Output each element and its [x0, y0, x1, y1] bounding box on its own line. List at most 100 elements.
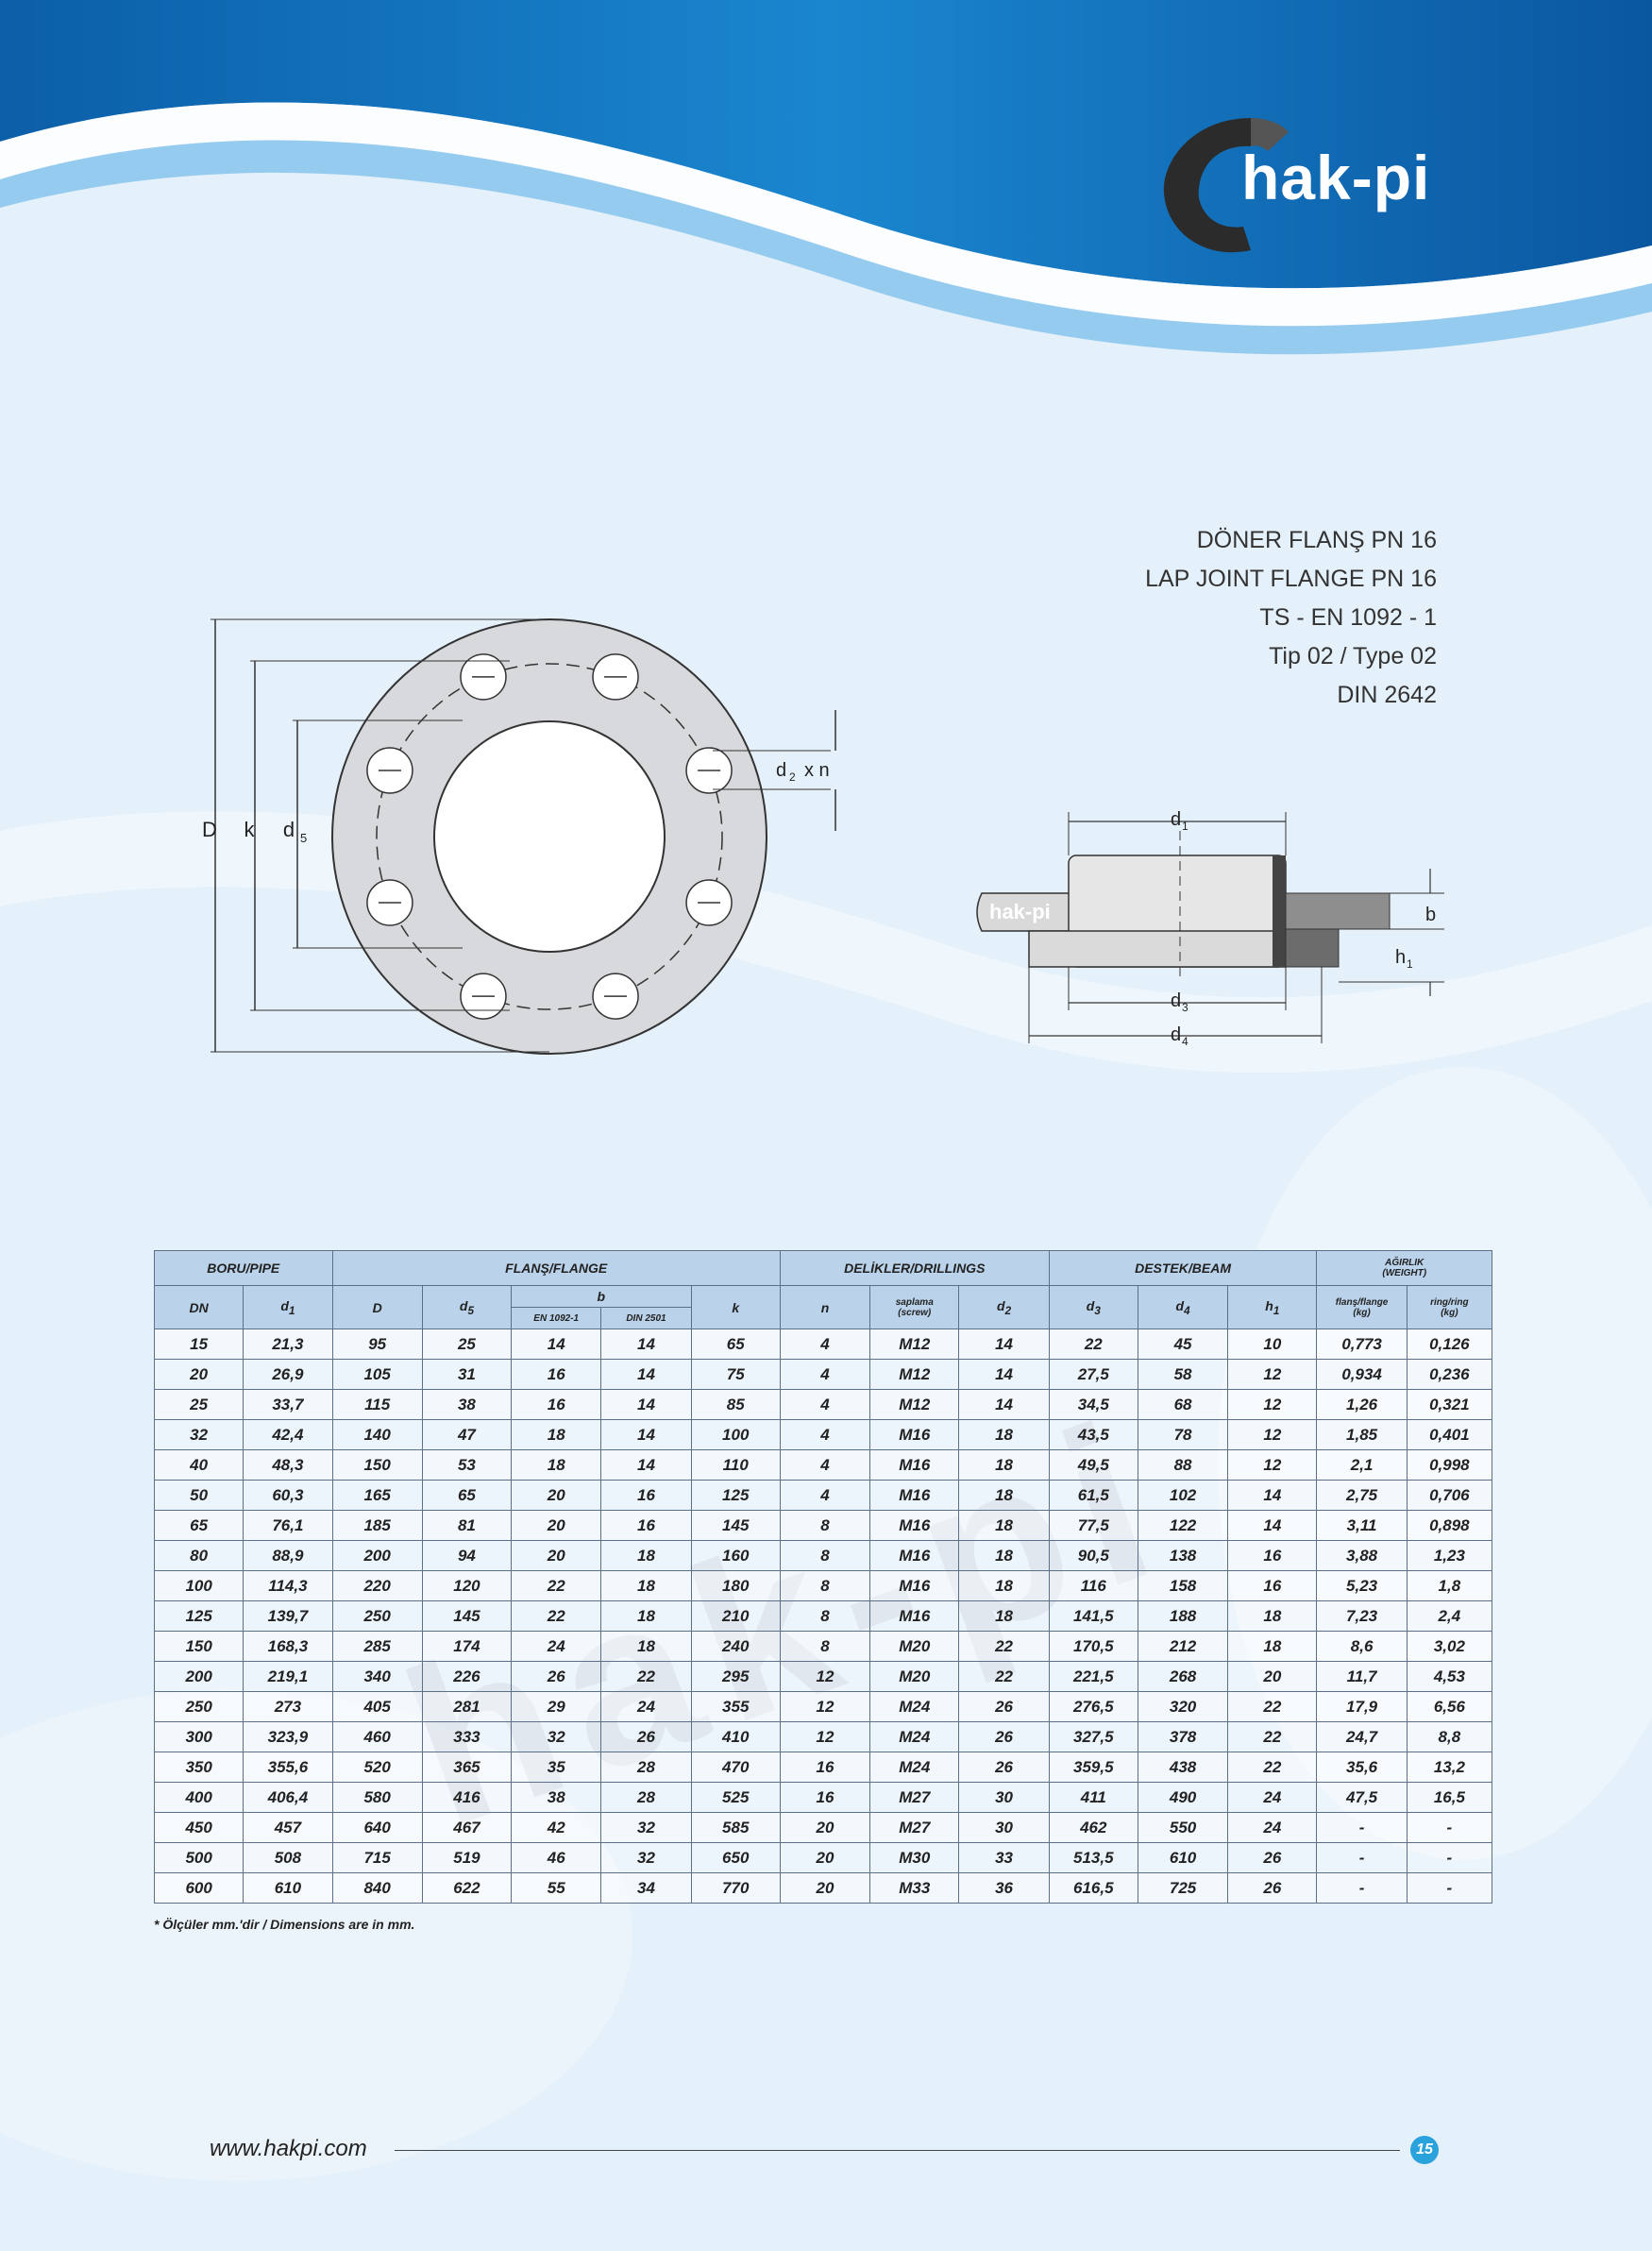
table-cell: 18 — [511, 1419, 602, 1450]
table-cell: 8 — [779, 1570, 871, 1601]
label-d1: d — [1171, 809, 1181, 830]
table-cell: 715 — [331, 1842, 423, 1873]
label-d5: d — [283, 818, 295, 841]
title-line-5: DIN 2642 — [1337, 682, 1437, 708]
col-d5-sub: 5 — [467, 1304, 474, 1317]
col-weight-flange: flanş/flange (kg) — [1316, 1285, 1408, 1329]
table-cell: 16 — [511, 1359, 602, 1390]
table-cell: 26,9 — [243, 1359, 333, 1390]
table-cell: M24 — [869, 1752, 960, 1783]
table-cell: 31 — [421, 1359, 513, 1390]
table-cell: 14 — [958, 1359, 1050, 1390]
table-cell: 12 — [779, 1691, 871, 1722]
table-cell: 320 — [1137, 1691, 1229, 1722]
table-cell: 18 — [600, 1570, 692, 1601]
table-cell: 11,7 — [1316, 1661, 1408, 1692]
table-cell: 60,3 — [243, 1480, 333, 1511]
table-cell: 22 — [1227, 1691, 1318, 1722]
footer-divider — [395, 2150, 1400, 2151]
table-cell: 36 — [958, 1872, 1050, 1904]
table-cell: 102 — [1137, 1480, 1229, 1511]
table-cell: 22 — [1227, 1752, 1318, 1783]
product-titles: DÖNER FLANŞ PN 16 LAP JOINT FLANGE PN 16… — [1145, 521, 1437, 715]
table-cell: 457 — [243, 1812, 333, 1843]
table-cell: 450 — [153, 1812, 244, 1843]
table-cell: 525 — [690, 1782, 781, 1813]
table-cell: 18 — [958, 1510, 1050, 1541]
table-cell: 65 — [690, 1329, 781, 1360]
col-b: b — [511, 1285, 692, 1308]
table-cell: 20 — [153, 1359, 244, 1390]
table-cell: 20 — [1227, 1661, 1318, 1692]
table-cell: M12 — [869, 1329, 960, 1360]
label-d2-sub: 2 — [789, 770, 796, 784]
table-cell: 22 — [511, 1570, 602, 1601]
table-cell: 610 — [243, 1872, 333, 1904]
table-cell: 138 — [1137, 1540, 1229, 1571]
table-cell: 20 — [511, 1480, 602, 1511]
table-cell: 640 — [331, 1812, 423, 1843]
table-cell: 55 — [511, 1872, 602, 1904]
table-cell: M16 — [869, 1419, 960, 1450]
table-cell: 65 — [153, 1510, 244, 1541]
table-cell: 14 — [1227, 1480, 1318, 1511]
table-cell: 276,5 — [1048, 1691, 1138, 1722]
table-cell: 50 — [153, 1480, 244, 1511]
col-h1: h1 — [1227, 1285, 1318, 1329]
table-cell: 47,5 — [1316, 1782, 1408, 1813]
col-k: k — [690, 1285, 781, 1329]
table-cell: 250 — [153, 1691, 244, 1722]
table-cell: 17,9 — [1316, 1691, 1408, 1722]
table-cell: 1,8 — [1406, 1570, 1493, 1601]
website-link[interactable]: www.hakpi.com — [210, 2136, 367, 2161]
table-cell: 34 — [600, 1872, 692, 1904]
table-cell: 18 — [600, 1540, 692, 1571]
table-cell: 32 — [153, 1419, 244, 1450]
table-cell: 725 — [1137, 1872, 1229, 1904]
flange-section-view: d 1 d 3 d 4 b h 1 hak-pi — [976, 809, 1444, 1048]
table-cell: 24 — [511, 1631, 602, 1662]
table-cell: 24,7 — [1316, 1721, 1408, 1752]
table-cell: 95 — [331, 1329, 423, 1360]
table-cell: M16 — [869, 1480, 960, 1511]
table-cell: 14 — [600, 1389, 692, 1420]
table-cell: 406,4 — [243, 1782, 333, 1813]
table-cell: 26 — [511, 1661, 602, 1692]
table-cell: 4 — [779, 1449, 871, 1481]
table-cell: 32 — [600, 1812, 692, 1843]
table-cell: 26 — [958, 1752, 1050, 1783]
table-cell: 0,998 — [1406, 1449, 1493, 1481]
col-d4: d4 — [1137, 1285, 1229, 1329]
table-cell: 125 — [153, 1600, 244, 1632]
table-cell: 114,3 — [243, 1570, 333, 1601]
table-cell: 250 — [331, 1600, 423, 1632]
table-cell: 18 — [1227, 1631, 1318, 1662]
table-cell: 500 — [153, 1842, 244, 1873]
table-cell: 513,5 — [1048, 1842, 1138, 1873]
table-cell: 65 — [421, 1480, 513, 1511]
group-weight: AĞIRLIK (WEIGHT) — [1316, 1250, 1492, 1286]
col-b-din: DIN 2501 — [600, 1307, 692, 1329]
table-cell: 0,126 — [1406, 1329, 1493, 1360]
table-cell: 26 — [958, 1691, 1050, 1722]
table-cell: 26 — [600, 1721, 692, 1752]
group-beam: DESTEK/BEAM — [1048, 1250, 1318, 1286]
label-d1-sub: 1 — [1182, 820, 1188, 833]
table-cell: 7,23 — [1316, 1600, 1408, 1632]
table-cell: 340 — [331, 1661, 423, 1692]
table-cell: 18 — [958, 1540, 1050, 1571]
table-cell: 88 — [1137, 1449, 1229, 1481]
table-cell: - — [1406, 1812, 1493, 1843]
table-cell: 174 — [421, 1631, 513, 1662]
label-D: D — [202, 818, 217, 841]
table-cell: 120 — [421, 1570, 513, 1601]
table-cell: 22 — [958, 1661, 1050, 1692]
table-cell: 12 — [1227, 1359, 1318, 1390]
table-cell: 0,773 — [1316, 1329, 1408, 1360]
col-n: n — [779, 1285, 871, 1329]
